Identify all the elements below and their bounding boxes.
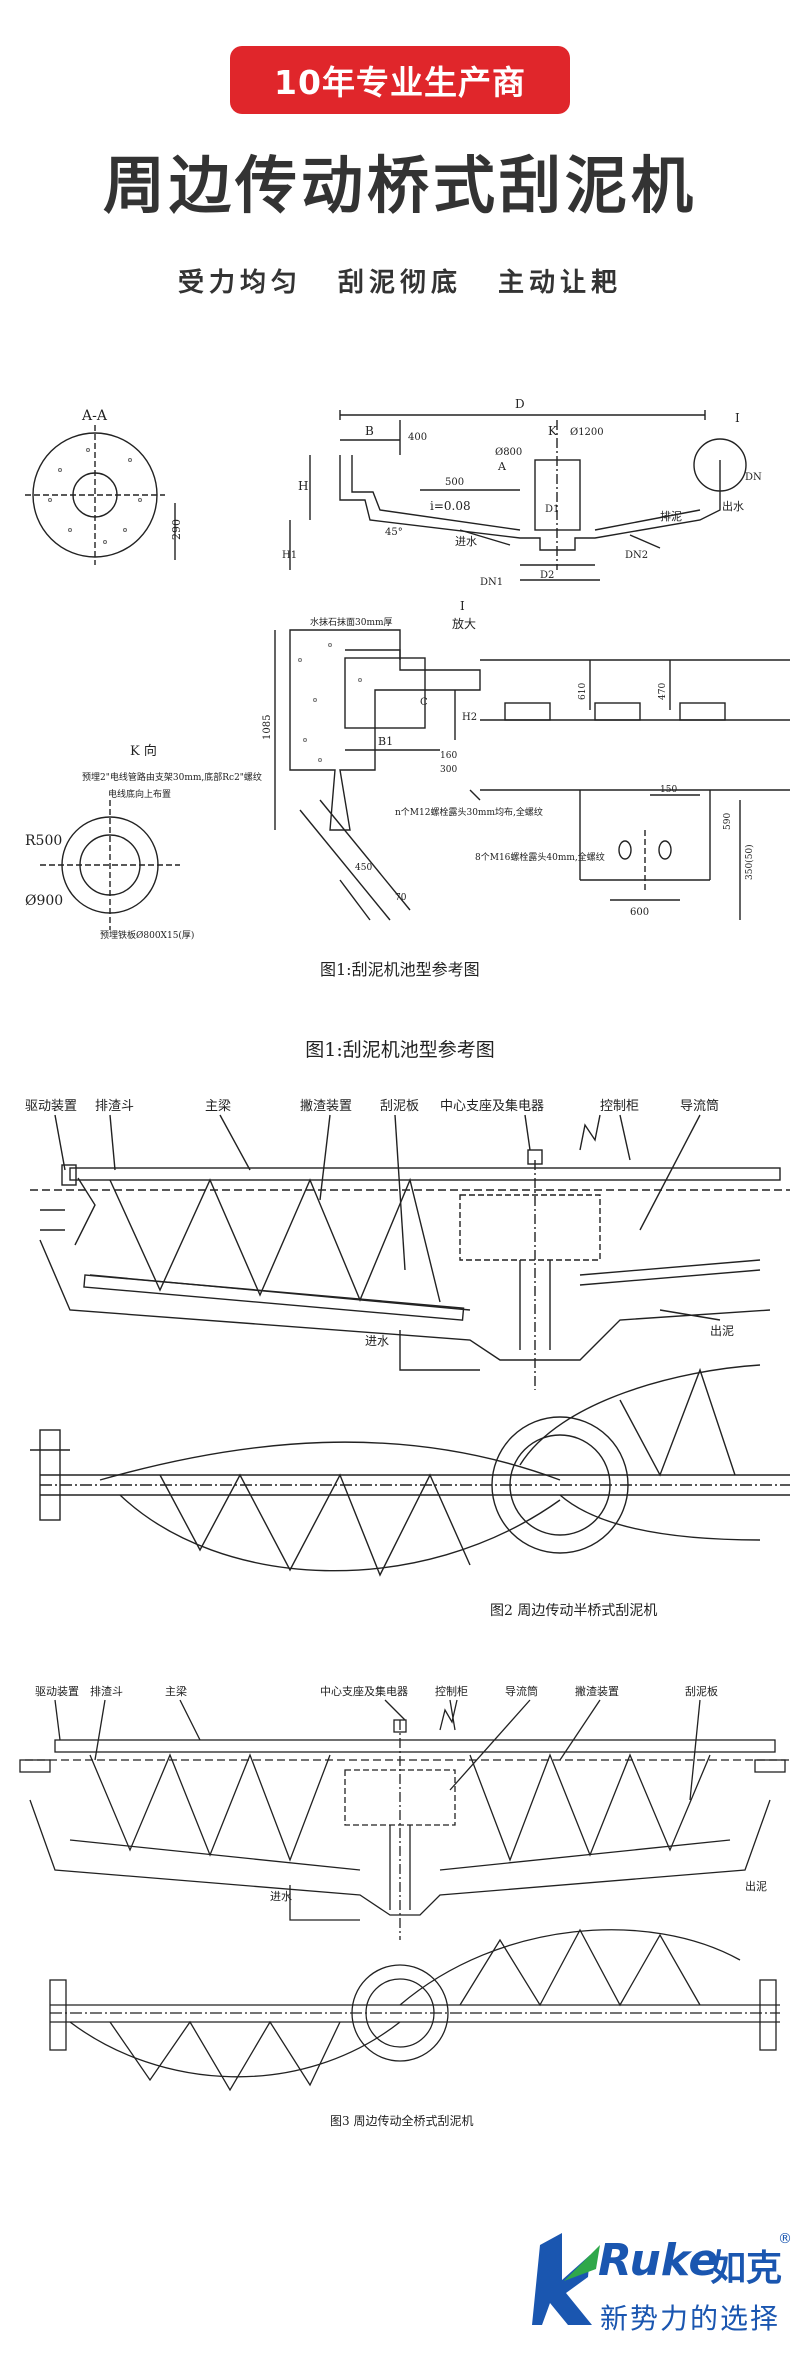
fig3-label-skimmer: 撇渣装置 — [575, 1684, 619, 1698]
dim-610: 610 — [578, 683, 588, 700]
dim-DN2: DN2 — [625, 550, 648, 561]
dim-D2: D2 — [540, 570, 554, 581]
dim-D1: D1 — [545, 504, 559, 515]
dim-500: 500 — [445, 477, 464, 488]
fig2-label-guide: 导流筒 — [680, 1098, 719, 1114]
dim-150: 150 — [660, 785, 677, 795]
fig3-label-cabinet: 控制柜 — [435, 1684, 468, 1698]
page-title: 周边传动桥式刮泥机 — [102, 149, 697, 222]
fig2-outlet: 出泥 — [710, 1324, 734, 1338]
dim-400: 400 — [408, 432, 427, 443]
dim-800: Ø800 — [495, 447, 522, 458]
dim-450: 450 — [355, 863, 372, 873]
fig3-full-bridge-drawing: 驱动装置 排渣斗 主梁 中心支座及集电器 控制柜 导流筒 撇渣装置 刮泥板 进水… — [19, 1684, 790, 2128]
dim-B: B — [365, 424, 374, 438]
dim-H1: H1 — [282, 550, 297, 561]
fig2-half-bridge-drawing: 驱动装置 排渣斗 主梁 撇渣装置 刮泥板 中心支座及集电器 控制柜 导流筒 进水… — [25, 1098, 790, 1619]
fig3-label-beam: 主梁 — [165, 1684, 187, 1698]
dim-590: 590 — [723, 813, 733, 830]
fig1-caption: 图1:刮泥机池型参考图 — [305, 1039, 495, 1061]
label-inlet: 进水 — [455, 535, 477, 548]
r500-label: R500 — [25, 833, 62, 849]
detail-i-circle — [693, 438, 747, 492]
bolt-note-1: n个M12螺栓露头30mm均布,全螺纹 — [395, 806, 543, 818]
page-subtitle: 受力均匀 刮泥彻底 主动让耙 — [177, 268, 623, 298]
brand-cn: 如克 — [710, 2248, 783, 2289]
fig2-label-skimmer: 撇渣装置 — [300, 1099, 352, 1114]
dim-K: K — [548, 424, 558, 438]
fig2-inlet: 进水 — [365, 1334, 389, 1348]
dim-H2: H2 — [462, 712, 477, 723]
detail-title: I — [460, 599, 465, 613]
fig3-label-guide: 导流筒 — [505, 1684, 538, 1698]
dim-DN: DN — [745, 472, 762, 483]
fig3-outlet: 出泥 — [745, 1879, 767, 1893]
fig3-inlet: 进水 — [270, 1890, 292, 1903]
fig2-label-scraper: 刮泥板 — [380, 1099, 419, 1114]
aa-label: A-A — [81, 408, 108, 424]
fig3-label-center: 中心支座及集电器 — [320, 1684, 408, 1698]
brand-slogan: 新势力的选择 — [600, 2302, 781, 2335]
dim-470: 470 — [658, 683, 668, 700]
dim-H: H — [298, 479, 308, 493]
fig2-caption: 图2 周边传动半桥式刮泥机 — [490, 1603, 657, 1619]
label-a: A — [497, 460, 507, 473]
fig2-label-hopper: 排渣斗 — [95, 1099, 134, 1114]
brand-reg: ® — [778, 2231, 792, 2247]
k-logo-icon — [532, 2233, 600, 2325]
dim-45: 45° — [385, 527, 403, 538]
dim-290: 290 — [170, 519, 183, 540]
fig2-label-center: 中心支座及集电器 — [440, 1098, 544, 1114]
dim-C: C — [420, 697, 428, 708]
dim-B1: B1 — [378, 735, 393, 748]
k-note-2: 电线底向上布置 — [108, 788, 171, 800]
fig2-label-drive: 驱动装置 — [25, 1099, 77, 1114]
dim-I: I — [735, 411, 740, 425]
d900-label: Ø900 — [25, 893, 63, 909]
fig3-caption: 图3 周边传动全桥式刮泥机 — [330, 2113, 473, 2128]
dim-70: 70 — [395, 893, 407, 903]
fig2-label-cabinet: 控制柜 — [600, 1099, 639, 1114]
dim-600: 600 — [630, 907, 649, 918]
k-note-1: 预埋2"电线管路由支架30mm,底部Rc2"螺纹 — [82, 771, 262, 783]
brand-en: Ruke — [598, 2235, 719, 2286]
dim-160: 160 — [440, 751, 457, 761]
fig2-center-wheel — [491, 1416, 629, 1554]
label-drain: 出水 — [722, 499, 744, 513]
dim-D: D — [515, 397, 525, 411]
k-view-label: K 向 — [130, 743, 157, 759]
k-note-3: 预埋铁板Ø800X15(厚) — [100, 929, 194, 941]
dim-1200: Ø1200 — [570, 427, 604, 438]
label-outlet: 排泥 — [660, 509, 682, 523]
fig3-label-hopper: 排渣斗 — [90, 1684, 123, 1698]
fig3-label-scraper: 刮泥板 — [685, 1684, 718, 1698]
dim-300: 300 — [440, 765, 457, 775]
top-badge: 10年专业生产商 — [230, 46, 570, 114]
bolt-note-2: 8个M16螺栓露头40mm,全螺纹 — [475, 851, 605, 863]
fig2-label-beam: 主梁 — [205, 1099, 231, 1114]
fig1-tank-drawing: A-A 290 D B K I H 400 Ø800 Ø1200 500 i=0… — [25, 397, 790, 979]
detail-sub: 放大 — [452, 616, 476, 631]
fig3-label-drive: 驱动装置 — [35, 1685, 79, 1698]
dim-DN1: DN1 — [480, 577, 503, 588]
dim-1085: 1085 — [262, 715, 273, 740]
brand-logo: Ruke 如克 ® 新势力的选择 — [530, 2225, 792, 2345]
wall-note: 水抹石抹面30mm厚 — [310, 616, 393, 628]
fig3-center-wheel — [351, 1964, 449, 2062]
fig1-inner-caption: 图1:刮泥机池型参考图 — [320, 960, 480, 979]
slope-label: i=0.08 — [430, 499, 471, 513]
dim-350: 350(50) — [744, 844, 755, 880]
